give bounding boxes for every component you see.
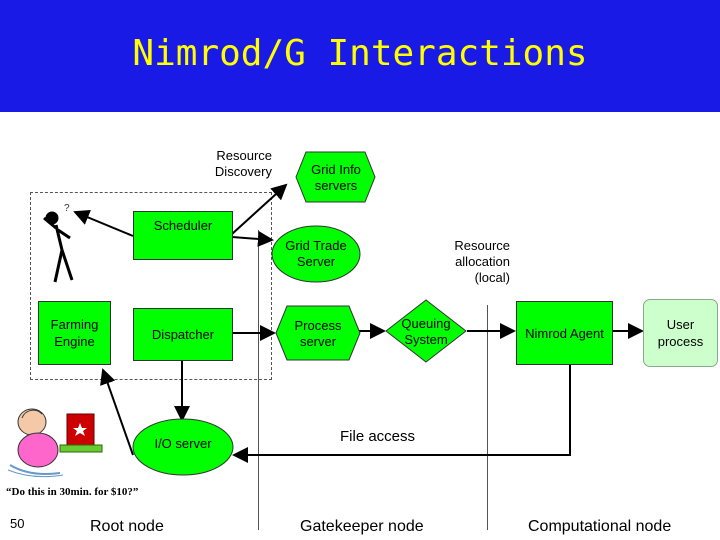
farming-engine-label: Farming Engine: [50, 317, 99, 349]
slide-number: 50: [10, 516, 25, 531]
grid-trade-label: Grid Trade Server: [285, 238, 347, 269]
grid-info-label: Grid Info servers: [311, 162, 361, 193]
arrow-scheduler-to-stick-figure: [73, 209, 134, 237]
dispatcher-label: Dispatcher: [151, 327, 215, 342]
arrow-file-access: [232, 360, 571, 463]
resource-allocation-label: Resource allocation (local): [454, 238, 510, 285]
gatekeeper-node-label: Gatekeeper node: [300, 518, 424, 535]
separator-root-gatekeeper: [258, 230, 259, 530]
question-mark-icon: ?: [64, 203, 70, 214]
nimrod-agent-label: Nimrod Agent: [525, 325, 604, 341]
arrow-scheduler-to-grid-trade: [231, 230, 274, 247]
root-node-label: Root node: [90, 518, 164, 535]
user-process-node: User process: [643, 299, 718, 367]
arrow-scheduler-to-grid-info: [231, 183, 288, 235]
scheduler-label: Scheduler: [153, 218, 213, 233]
root-node-region: [30, 192, 272, 380]
arrow-io-server-to-farming-engine: [100, 368, 134, 456]
user-process-label: User process: [657, 317, 704, 349]
queuing-system-label: Queuing System: [401, 316, 451, 347]
separator-gatekeeper-compute: [487, 305, 488, 530]
dispatcher-node: Dispatcher: [133, 308, 233, 361]
process-server-label: Process server: [294, 318, 342, 349]
farming-engine-node: Farming Engine: [38, 301, 111, 365]
scheduler-node: Scheduler: [133, 211, 233, 260]
slide-title: Nimrod/G Interactions: [132, 33, 588, 74]
title-bar: Nimrod/G Interactions: [0, 0, 720, 112]
io-server-oval: [132, 418, 234, 476]
resource-discovery-label: Resource Discovery: [214, 148, 272, 179]
io-server-label: I/O server: [154, 436, 212, 451]
stick-figure-icon: [43, 211, 74, 283]
file-access-label: File access: [340, 428, 416, 445]
grid-trade-oval: [271, 225, 361, 283]
grid-info-hexagon: [295, 151, 376, 203]
queuing-system-diamond: [385, 299, 467, 363]
nimrod-agent-node: Nimrod Agent: [516, 301, 613, 365]
quote-text: “Do this in 30min. for $10?”: [6, 486, 139, 498]
computational-node-label: Computational node: [528, 518, 672, 535]
process-server-hexagon: [275, 305, 361, 361]
user-at-computer-icon: [7, 408, 103, 478]
